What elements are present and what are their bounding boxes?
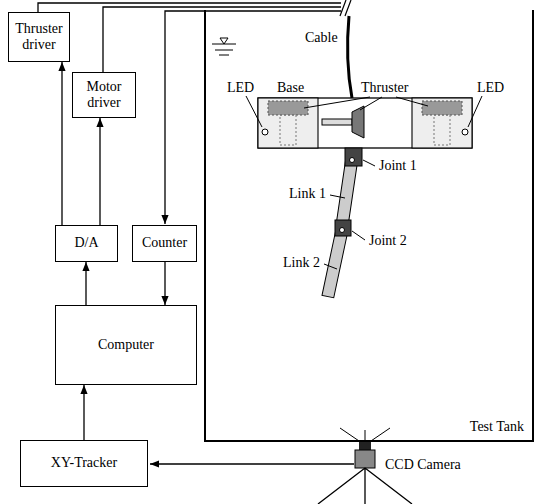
leader-line — [468, 96, 482, 127]
part-label: Thruster — [360, 80, 409, 95]
led-compartment — [412, 98, 472, 148]
part-label: CCD Camera — [384, 457, 462, 472]
part-label: Cable — [304, 30, 339, 45]
node-label: D/A — [74, 235, 98, 251]
thruster-symbol — [422, 101, 462, 115]
signal-wire — [103, 7, 341, 72]
camera-body — [355, 450, 375, 468]
arrow-connector — [83, 385, 84, 440]
thruster-symbol — [322, 119, 352, 125]
part-label: Link 2 — [282, 255, 321, 270]
tripod — [318, 468, 412, 504]
test-tank: Test Tank — [204, 10, 534, 442]
joint-pin — [350, 158, 355, 163]
joint-pin — [340, 228, 345, 233]
led-compartment — [258, 98, 318, 148]
part-label: LED — [226, 80, 255, 95]
thruster-symbol — [268, 101, 308, 115]
computer-box: Computer — [55, 305, 197, 385]
thruster-symbol — [280, 115, 296, 145]
water-surface — [220, 38, 228, 44]
leader-line — [304, 97, 428, 110]
node-label: Test Tank — [470, 419, 524, 435]
part-label: Joint 1 — [378, 158, 418, 173]
leader-line — [330, 195, 345, 198]
signal-wire — [150, 463, 354, 464]
node-label: Computer — [98, 337, 154, 353]
driver-box: Thruster driver — [8, 12, 70, 62]
part-label: LED — [476, 80, 505, 95]
joint-symbol — [345, 148, 362, 166]
arrow-connector — [99, 118, 100, 225]
joint-symbol — [335, 220, 351, 236]
part-label: Link 1 — [288, 186, 327, 201]
node-label: Motor driver — [77, 79, 131, 111]
cable — [348, 16, 352, 98]
thruster-symbol — [434, 115, 450, 145]
leader-line — [246, 96, 262, 127]
converter-box: D/A — [55, 225, 118, 262]
led-dot — [462, 129, 468, 135]
node-label: Counter — [142, 235, 187, 251]
tracker-box: XY-Tracker — [20, 440, 148, 487]
camera-lens — [359, 442, 371, 450]
leader-line — [363, 160, 375, 166]
signal-wire — [165, 11, 341, 224]
counter-box: Counter — [132, 225, 197, 262]
base-body — [258, 98, 472, 148]
arrow-connector — [61, 62, 62, 225]
part-label: Base — [276, 80, 305, 95]
thruster-symbol — [352, 106, 364, 138]
arrow-connector — [85, 262, 86, 305]
water-surface — [212, 44, 236, 55]
break-mark — [340, 0, 351, 16]
led-dot — [262, 129, 268, 135]
arrow-connector — [164, 262, 165, 305]
part-label: Joint 2 — [368, 233, 408, 248]
node-label: Thruster driver — [13, 21, 65, 53]
link-bar — [336, 157, 358, 228]
node-label: XY-Tracker — [51, 455, 117, 471]
leader-line — [352, 231, 365, 240]
driver-box: Motor driver — [72, 72, 136, 118]
link-bar — [322, 229, 348, 298]
leader-line — [324, 264, 337, 269]
